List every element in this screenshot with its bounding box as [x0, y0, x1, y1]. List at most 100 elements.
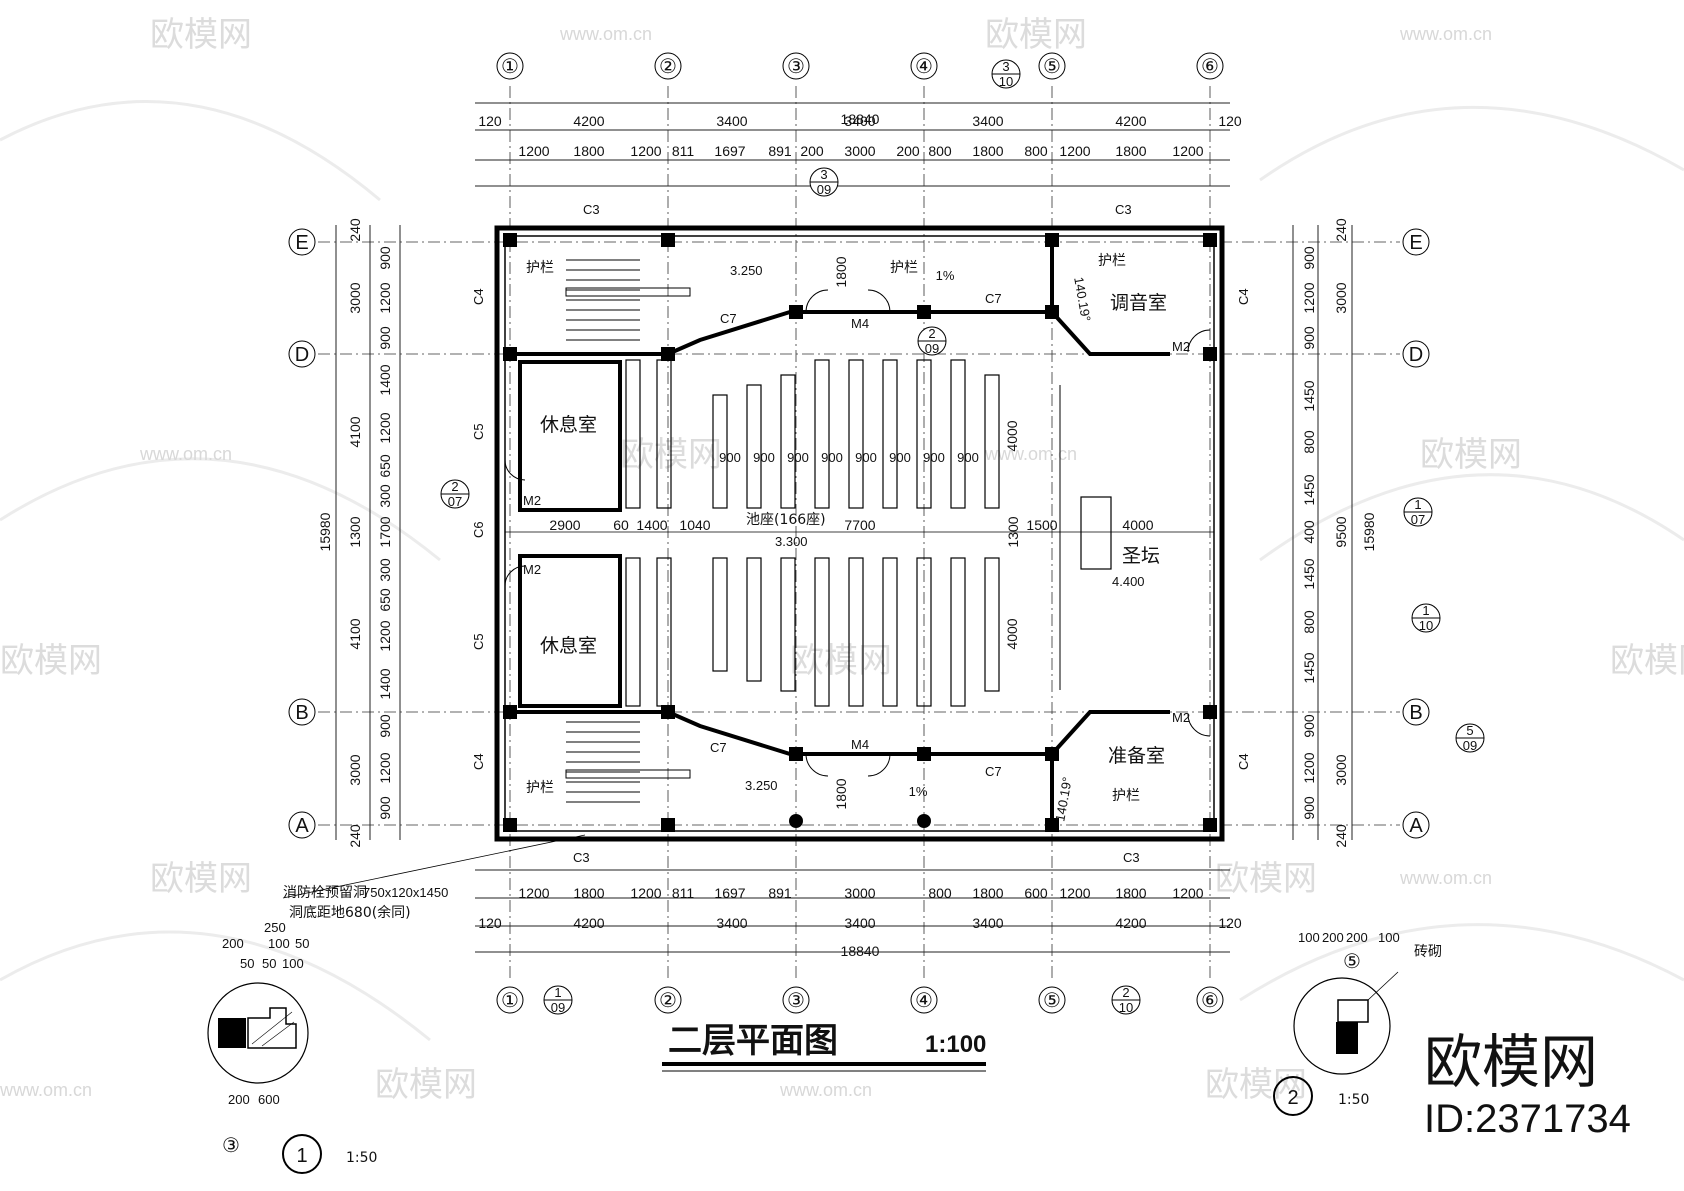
svg-text:3000: 3000 — [844, 885, 875, 901]
svg-text:5: 5 — [1466, 723, 1473, 738]
svg-text:100: 100 — [1378, 930, 1400, 945]
interior-dimensions: 900 900 900 900 900 900 900 900 2900 60 … — [505, 256, 1214, 823]
watermark-text: 欧模网 — [985, 15, 1087, 55]
detail-ref-bubble: 509 — [1455, 723, 1485, 753]
svg-text:200: 200 — [1346, 930, 1368, 945]
detail-ref-bubble: 110 — [1411, 603, 1441, 633]
watermark-text: 欧模网 — [790, 641, 892, 681]
svg-text:1200: 1200 — [1059, 885, 1090, 901]
svg-text:50: 50 — [262, 956, 276, 971]
svg-text:3400: 3400 — [844, 915, 875, 931]
svg-text:3000: 3000 — [347, 754, 363, 785]
svg-text:200: 200 — [800, 143, 824, 159]
svg-text:600: 600 — [1024, 885, 1048, 901]
svg-text:1800: 1800 — [1115, 885, 1146, 901]
svg-text:1:50: 1:50 — [1338, 1092, 1369, 1108]
detail-ref-bubble: 310 — [991, 59, 1021, 89]
svg-text:1450: 1450 — [1301, 558, 1317, 589]
svg-text:09: 09 — [817, 182, 831, 197]
axis-bubble-bottom-6: ⑥ — [1196, 986, 1224, 1014]
svg-text:250: 250 — [264, 920, 286, 935]
svg-text:900: 900 — [889, 450, 911, 465]
svg-text:300: 300 — [377, 558, 393, 582]
svg-text:300: 300 — [377, 484, 393, 508]
watermarks: 欧模网 欧模网 www.om.cn www.om.cn 欧模网 欧模网 www.… — [0, 15, 1684, 1105]
svg-text:09: 09 — [1463, 738, 1477, 753]
svg-text:10: 10 — [999, 74, 1013, 89]
svg-text:800: 800 — [928, 143, 952, 159]
pool-seats-label: 池座(166座) — [746, 512, 826, 528]
svg-text:3400: 3400 — [844, 113, 875, 129]
window-tag-c5: C5 — [471, 423, 486, 440]
window-tag-c6: C6 — [471, 521, 486, 538]
svg-text:1400: 1400 — [377, 668, 393, 699]
svg-text:10: 10 — [1419, 618, 1433, 633]
window-tag-c4: C4 — [471, 288, 486, 305]
svg-text:1200: 1200 — [1059, 143, 1090, 159]
watermark-text: 欧模网 — [150, 859, 252, 899]
door-tag-m2: M2 — [523, 562, 541, 577]
svg-text:1: 1 — [1422, 603, 1429, 618]
dimension-lines — [335, 102, 1353, 953]
svg-text:811: 811 — [672, 885, 695, 901]
svg-text:1800: 1800 — [972, 143, 1003, 159]
svg-text:砖砌: 砖砌 — [1414, 944, 1442, 960]
detail-axis-label: ⑤ — [1343, 951, 1361, 973]
svg-text:3: 3 — [1002, 59, 1009, 74]
svg-text:2: 2 — [451, 479, 458, 494]
svg-text:3400: 3400 — [716, 113, 747, 129]
svg-text:B: B — [1409, 702, 1422, 724]
svg-text:E: E — [295, 232, 308, 254]
svg-text:3000: 3000 — [347, 282, 363, 313]
svg-text:1800: 1800 — [833, 256, 849, 287]
svg-text:1200: 1200 — [377, 752, 393, 783]
svg-text:③: ③ — [787, 990, 805, 1012]
svg-text:E: E — [1409, 232, 1422, 254]
svg-text:900: 900 — [377, 326, 393, 350]
doors — [504, 289, 1211, 777]
svg-text:650: 650 — [377, 588, 393, 612]
window-tag-c3: C3 — [573, 850, 590, 865]
svg-text:600: 600 — [258, 1092, 280, 1107]
svg-text:100: 100 — [1298, 930, 1320, 945]
brand-id: ID:2371734 — [1424, 1097, 1631, 1141]
svg-text:1200: 1200 — [630, 143, 661, 159]
landing-elevation: 3.250 — [730, 263, 763, 278]
svg-text:4100: 4100 — [347, 416, 363, 447]
svg-text:1800: 1800 — [833, 778, 849, 809]
svg-text:900: 900 — [1301, 796, 1317, 820]
svg-text:④: ④ — [915, 990, 933, 1012]
watermark-text: 欧模网 — [1610, 641, 1684, 681]
scale-text: 1:100 — [925, 1031, 986, 1058]
svg-text:1200: 1200 — [630, 885, 661, 901]
detail-ref-bubble: 210 — [1111, 985, 1141, 1015]
door-tag-m2: M2 — [1172, 339, 1190, 354]
axis-bubble-top-2: ② — [654, 52, 682, 80]
svg-text:09: 09 — [925, 341, 939, 356]
axis-bubble-right-E: E — [1402, 228, 1430, 256]
window-tag-c3: C3 — [1115, 202, 1132, 217]
watermark-url: www.om.cn — [559, 24, 652, 44]
svg-text:891: 891 — [768, 885, 792, 901]
axis-bubble-left-A: A — [288, 811, 316, 839]
svg-text:60: 60 — [613, 517, 629, 533]
svg-text:1697: 1697 — [714, 143, 745, 159]
hydrant-note: 消防栓预留洞 750x120x1450 洞底距地680(余同) — [282, 834, 586, 921]
room-label-lounge: 休息室 — [540, 414, 597, 436]
svg-text:D: D — [1409, 344, 1423, 366]
watermark-text: 欧模网 — [1215, 859, 1317, 899]
axis-bubble-right-A: A — [1402, 811, 1430, 839]
svg-text:900: 900 — [377, 714, 393, 738]
svg-text:⑤: ⑤ — [1043, 56, 1061, 78]
svg-text:800: 800 — [1024, 143, 1048, 159]
svg-text:3400: 3400 — [972, 113, 1003, 129]
detail-2: ⑤ 100 200 200 100 砖砌 2 1:50 — [1273, 930, 1442, 1116]
svg-text:15980: 15980 — [317, 512, 333, 551]
watermark-arcs — [0, 100, 1684, 1042]
svg-text:A: A — [1409, 815, 1423, 837]
svg-text:1500: 1500 — [1026, 517, 1057, 533]
svg-text:1:50: 1:50 — [346, 1150, 377, 1166]
svg-text:800: 800 — [928, 885, 952, 901]
axis-bubble-top-1: ① — [496, 52, 524, 80]
svg-text:900: 900 — [1301, 326, 1317, 350]
